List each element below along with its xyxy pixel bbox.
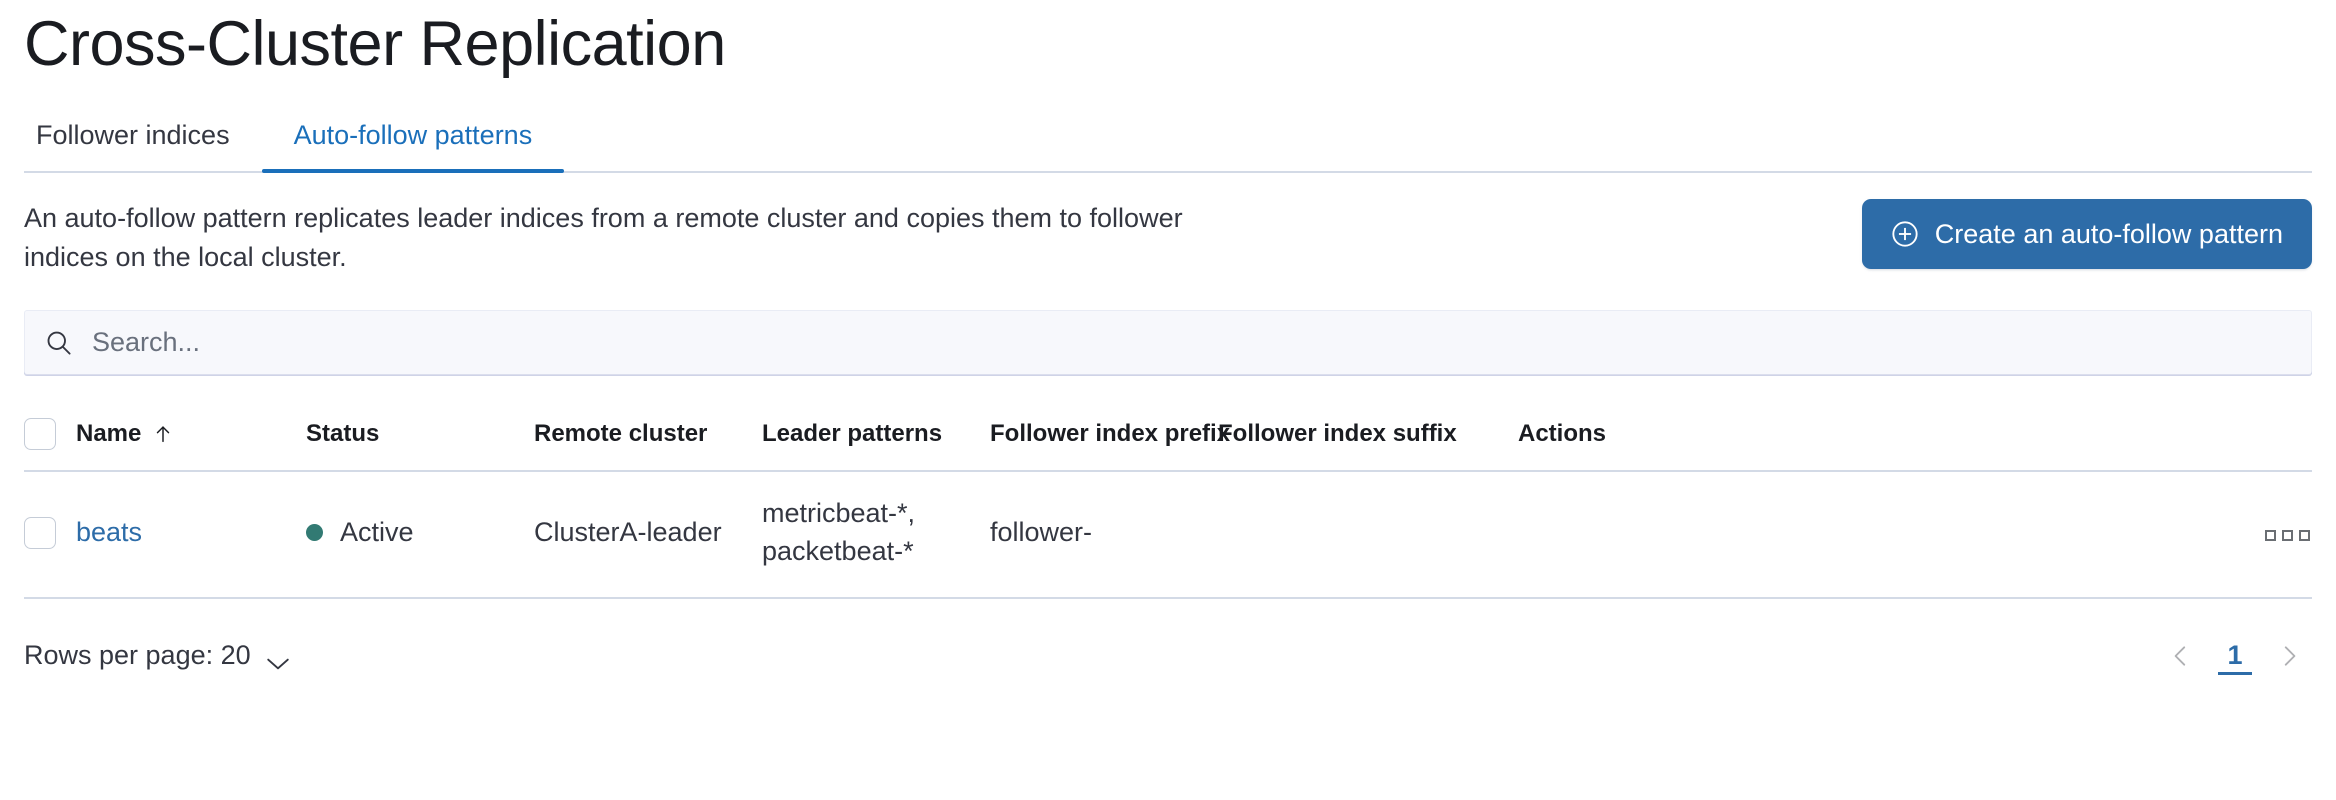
- cell-actions: [1518, 470, 2312, 599]
- table-footer: Rows per page: 20 1: [24, 629, 2312, 683]
- page-description: An auto-follow pattern replicates leader…: [24, 203, 1183, 272]
- table-header-row: Name Status Remote cluster Leader patter…: [24, 403, 2312, 472]
- pagination-next-button[interactable]: [2266, 633, 2312, 679]
- search-bar[interactable]: [24, 309, 2312, 376]
- search-icon: [44, 328, 74, 358]
- rows-per-page-select[interactable]: Rows per page: 20: [24, 640, 291, 671]
- ellipsis-horizontal-icon[interactable]: [2263, 526, 2312, 545]
- cell-name: beats: [76, 470, 306, 599]
- arrow-up-icon: [152, 422, 174, 446]
- rows-per-page-label: Rows per page: 20: [24, 640, 251, 671]
- chevron-down-icon: [265, 648, 291, 669]
- auto-follow-pattern-link[interactable]: beats: [76, 516, 143, 547]
- plus-in-circle-icon: [1891, 220, 1919, 248]
- cell-leader-patterns: metricbeat-*, packetbeat-*: [762, 470, 990, 599]
- table-row: beats Active ClusterA-leader metricbeat-…: [24, 470, 2312, 599]
- cell-follower-index-suffix: [1218, 470, 1518, 599]
- page-title: Cross-Cluster Replication: [24, 9, 726, 79]
- auto-follow-patterns-table: Name Status Remote cluster Leader patter…: [24, 403, 2312, 599]
- cell-follower-index-prefix: follower-: [990, 470, 1218, 599]
- row-select-cell: [24, 470, 76, 599]
- table-head: Name Status Remote cluster Leader patter…: [24, 403, 2312, 472]
- column-header-follower-index-prefix[interactable]: Follower index prefix: [990, 403, 1230, 472]
- select-all-header: [24, 403, 76, 472]
- tab-auto-follow-patterns[interactable]: Auto-follow patterns: [261, 122, 565, 174]
- pagination-prev-button[interactable]: [2158, 633, 2204, 679]
- column-header-remote-cluster[interactable]: Remote cluster: [534, 403, 762, 472]
- create-auto-follow-pattern-label: Create an auto-follow pattern: [1934, 218, 2283, 249]
- column-header-status[interactable]: Status: [306, 403, 534, 472]
- search-input[interactable]: [92, 309, 2292, 376]
- column-header-leader-patterns[interactable]: Leader patterns: [762, 403, 990, 472]
- status-badge: Active: [340, 516, 414, 547]
- create-auto-follow-pattern-button[interactable]: Create an auto-follow pattern: [1861, 199, 2312, 270]
- cell-remote-cluster: ClusterA-leader: [534, 470, 762, 599]
- row-select-checkbox[interactable]: [24, 516, 56, 549]
- cell-status: Active: [306, 470, 534, 599]
- tab-bar: Follower indices Auto-follow patterns: [24, 111, 2312, 174]
- tab-follower-indices[interactable]: Follower indices: [24, 122, 262, 171]
- description-row: An auto-follow pattern replicates leader…: [24, 199, 2312, 276]
- table-body: beats Active ClusterA-leader metricbeat-…: [24, 470, 2312, 599]
- column-header-follower-index-suffix[interactable]: Follower index suffix: [1218, 403, 1518, 472]
- pagination-page-1[interactable]: 1: [2214, 633, 2256, 679]
- column-header-name-label: Name: [76, 419, 142, 447]
- select-all-checkbox[interactable]: [24, 417, 56, 450]
- column-header-name[interactable]: Name: [76, 403, 306, 472]
- pagination: 1: [2158, 633, 2312, 679]
- column-header-actions: Actions: [1518, 403, 2312, 472]
- status-dot-icon: [306, 523, 323, 541]
